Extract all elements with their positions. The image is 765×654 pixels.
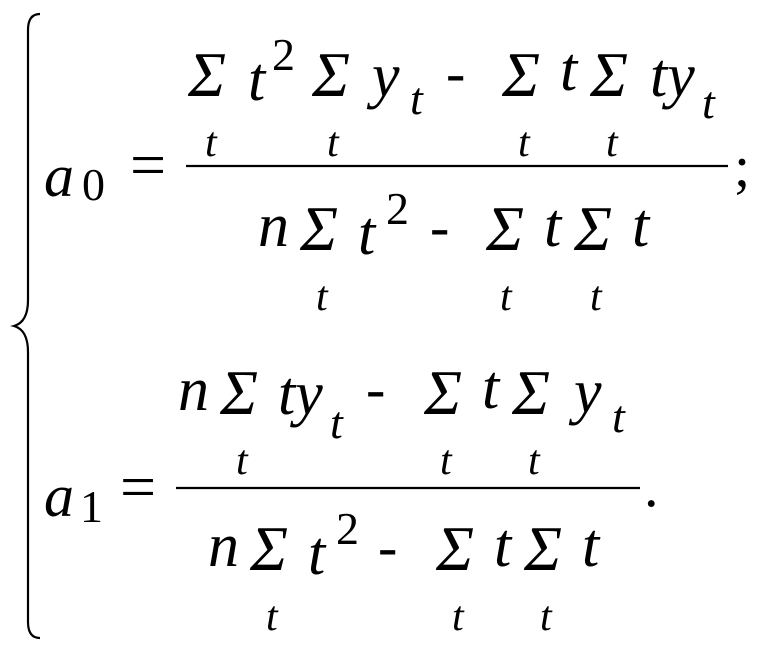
sum-symbol: Σ <box>299 193 338 264</box>
equals-sign: = <box>120 451 156 522</box>
sum-index: t <box>327 120 340 166</box>
variable-ty: ty <box>278 360 323 428</box>
sum-index: t <box>500 274 513 320</box>
sum-index: t <box>316 274 329 320</box>
sum-symbol: Σ <box>485 193 524 264</box>
sum-symbol: Σ <box>523 513 562 584</box>
variable-t: t <box>494 512 513 580</box>
sum-index: t <box>440 438 453 484</box>
minus-sign: - <box>378 514 397 579</box>
sum-index: t <box>590 274 603 320</box>
variable-t: t <box>560 36 579 104</box>
variable-t: t <box>582 512 601 580</box>
variable-t: t <box>544 192 563 260</box>
sum-symbol: Σ <box>249 513 288 584</box>
variable-t: t <box>248 46 267 114</box>
variable-ty: ty <box>650 42 695 110</box>
lhs-subscript: 0 <box>82 159 105 210</box>
variable-t: t <box>358 200 377 268</box>
equation-a1: a 1 = n Σ t ty t - Σ t t Σ t y t . n Σ t… <box>44 354 659 640</box>
sum-symbol: Σ <box>435 513 474 584</box>
variable-t: t <box>632 192 651 260</box>
sum-index: t <box>606 120 619 166</box>
exponent: 2 <box>272 29 295 80</box>
sum-symbol: Σ <box>423 357 462 428</box>
sum-index: t <box>540 594 553 640</box>
sum-symbol: Σ <box>311 39 350 110</box>
sum-index: t <box>266 594 279 640</box>
sum-index: t <box>236 438 249 484</box>
left-brace <box>10 12 41 640</box>
sum-symbol: Σ <box>219 357 258 428</box>
lhs-subscript: 1 <box>80 481 103 532</box>
period: . <box>644 454 659 519</box>
sum-symbol: Σ <box>501 39 540 110</box>
sum-index: t <box>452 594 465 640</box>
variable-y: y <box>568 358 602 426</box>
variable-y: y <box>366 42 400 110</box>
lhs-variable: a <box>44 463 74 529</box>
minus-sign: - <box>446 40 465 105</box>
variable-t: t <box>308 520 327 588</box>
subscript-t: t <box>612 391 626 442</box>
variable-n: n <box>178 356 209 424</box>
lhs-variable: a <box>44 143 74 209</box>
variable-n: n <box>208 512 239 580</box>
sum-index: t <box>528 438 541 484</box>
equation-a0: a 0 = Σ t t 2 Σ t y t - Σ t t Σ t ty t ;… <box>44 29 750 320</box>
variable-n: n <box>258 192 289 260</box>
sum-symbol: Σ <box>187 39 226 110</box>
semicolon: ; <box>734 134 750 199</box>
sum-symbol: Σ <box>573 193 612 264</box>
sum-index: t <box>205 120 218 166</box>
subscript-t: t <box>330 397 344 448</box>
exponent: 2 <box>386 183 409 234</box>
sum-symbol: Σ <box>511 357 550 428</box>
minus-sign: - <box>430 194 449 259</box>
equals-sign: = <box>130 129 166 200</box>
variable-t: t <box>482 354 501 422</box>
minus-sign: - <box>366 356 385 421</box>
sum-index: t <box>518 120 531 166</box>
subscript-t: t <box>702 77 716 128</box>
sum-symbol: Σ <box>589 39 628 110</box>
subscript-t: t <box>410 73 424 124</box>
exponent: 2 <box>336 503 359 554</box>
